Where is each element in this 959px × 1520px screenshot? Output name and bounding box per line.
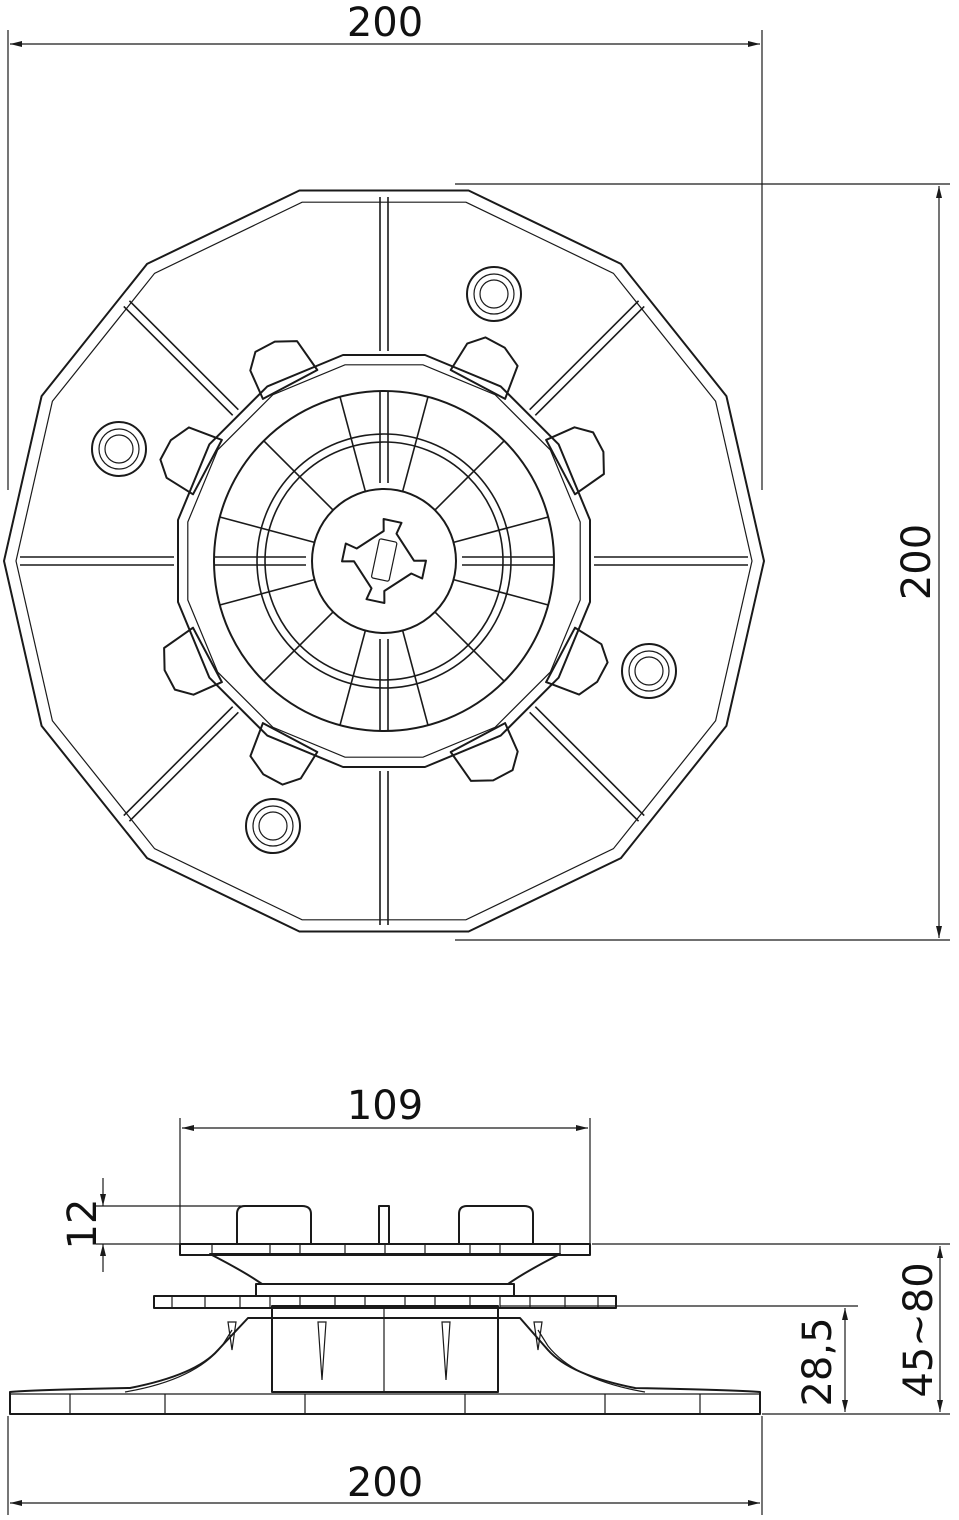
screw-hole-inner	[628, 650, 670, 692]
screw-hole-inner	[252, 805, 294, 847]
head-ribs	[211, 1244, 561, 1255]
ring-rib	[453, 578, 549, 606]
screw-hole-bore	[479, 279, 509, 309]
head-tab-left	[236, 1205, 312, 1244]
base-rib	[529, 300, 640, 411]
head-lug	[449, 336, 519, 400]
head-height-label: 12	[60, 1199, 106, 1250]
head-lug	[545, 626, 609, 696]
base-rib	[123, 305, 234, 416]
screw-hole-inner	[473, 273, 515, 315]
ring-rib	[263, 440, 334, 511]
base-plate-outline	[3, 189, 765, 933]
head-lug	[249, 722, 319, 786]
screw-hole	[245, 798, 301, 854]
screw-hole	[621, 643, 677, 699]
base-width-label: 200	[347, 1460, 423, 1506]
ring-rib	[453, 516, 549, 544]
side-view	[9, 1205, 761, 1415]
head-lug	[449, 722, 519, 782]
head-width-label: 109	[347, 1083, 423, 1129]
screw-hole-bore	[258, 811, 288, 841]
head-lug	[159, 426, 223, 496]
total-height-dimension: 45~80	[592, 1243, 950, 1412]
top-view	[3, 189, 765, 933]
inner-ribs	[214, 391, 554, 731]
radial-ribs	[20, 197, 748, 925]
top-width-dimension: 200	[7, 0, 763, 490]
screw-hole	[91, 421, 147, 477]
head-height-dimension: 12	[60, 1178, 300, 1272]
threaded-column	[227, 1305, 543, 1393]
ring-rib	[219, 516, 315, 544]
head-lug	[163, 626, 223, 696]
base-rib	[123, 706, 234, 817]
center-hub	[341, 518, 427, 604]
top-height-label: 200	[894, 524, 940, 600]
nut-ribs	[171, 1296, 599, 1308]
base-flange	[9, 1317, 761, 1415]
base-rib	[128, 300, 239, 411]
top-width-label: 200	[347, 0, 423, 46]
ring-rib	[434, 611, 505, 682]
screw-hole-bore	[104, 434, 134, 464]
head-width-dimension: 109	[179, 1083, 591, 1244]
ring-rib	[401, 396, 429, 492]
base-height-dimension: 28,5	[500, 1305, 950, 1415]
base-rib	[128, 711, 239, 822]
ring-rib	[434, 440, 505, 511]
ring-rib	[339, 396, 367, 492]
ring-rib	[219, 578, 315, 606]
ring-rib	[263, 611, 334, 682]
base-rib	[534, 706, 645, 817]
screw-hole-inner	[98, 428, 140, 470]
screw-hole-bore	[634, 656, 664, 686]
screw-holes	[91, 266, 677, 854]
ring-rib	[339, 630, 367, 726]
screw-hole	[466, 266, 522, 322]
base-rib	[529, 711, 640, 822]
base-height-label: 28,5	[795, 1317, 841, 1406]
top-height-dimension: 200	[455, 183, 950, 941]
ring-rib	[401, 630, 429, 726]
head-tab-right	[458, 1205, 534, 1244]
head-lugs	[159, 336, 609, 786]
base-width-dimension: 200	[7, 1416, 763, 1515]
head-lug	[249, 340, 319, 400]
head-lug	[545, 426, 605, 496]
base-rib	[534, 305, 645, 416]
head-body	[209, 1253, 561, 1285]
adjustment-ring	[177, 354, 591, 768]
flange-ribs	[69, 1394, 701, 1414]
total-height-label: 45~80	[896, 1262, 942, 1397]
spacer-fin	[378, 1205, 390, 1245]
